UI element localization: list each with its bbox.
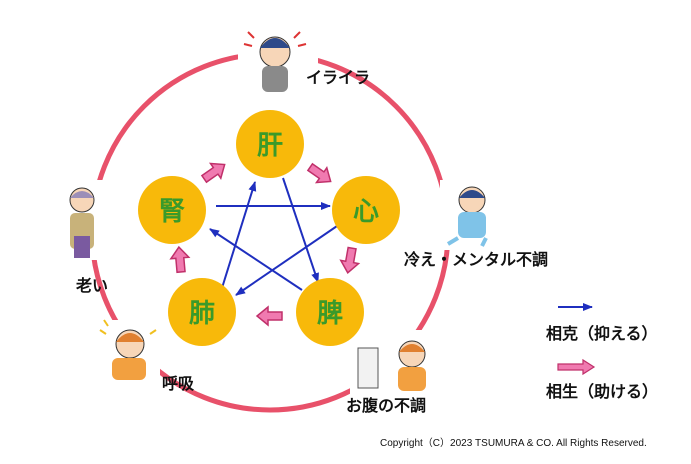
node-lung-label: 肺 [189,299,215,329]
gen-arrow-kidney-liver [200,162,226,184]
symptom-irritation: イライラ [306,68,371,87]
gen-arrow-lung-kidney [169,245,191,274]
symptom-breathing: 呼吸 [162,374,195,393]
symptom-coldness-mental: 冷え・メンタル不調 [404,250,549,269]
generate-arrows [169,162,361,327]
symptom-stomach: お腹の不調 [346,396,427,415]
control-arrows [209,177,341,296]
arrow-heart-lung [235,223,341,296]
symptom-aging: 老い [76,276,109,295]
person-stomach-icon [357,340,426,391]
node-heart-label: 心 [353,197,379,227]
copyright-text: Copyright（C）2023 TSUMURA & CO. All Right… [380,438,647,449]
person-elderly-icon [69,187,95,258]
arrow-liver-spleen [282,177,319,283]
node-lung: 肺 [168,278,236,346]
legend-control-label: 相克（抑える） [546,324,658,343]
gen-arrow-spleen-lung [255,305,283,327]
gen-arrow-heart-spleen [339,246,361,274]
person-breathing-icon [99,319,157,380]
person-cold-icon [446,186,488,247]
arrow-lung-liver [221,181,257,289]
node-kidney-label: 腎 [159,197,185,227]
node-liver-label: 肝 [257,131,283,161]
node-kidney: 腎 [138,176,206,244]
node-spleen-label: 脾 [316,299,343,329]
arrow-spleen-kidney [209,228,303,291]
person-irritated-icon [243,31,307,92]
gen-arrow-liver-heart [306,162,332,184]
legend-generate-arrow [557,358,596,376]
node-spleen: 脾 [296,278,364,346]
legend-generate-label: 相生（助ける） [546,382,659,401]
node-liver: 肝 [236,110,304,178]
node-heart: 心 [332,176,400,244]
